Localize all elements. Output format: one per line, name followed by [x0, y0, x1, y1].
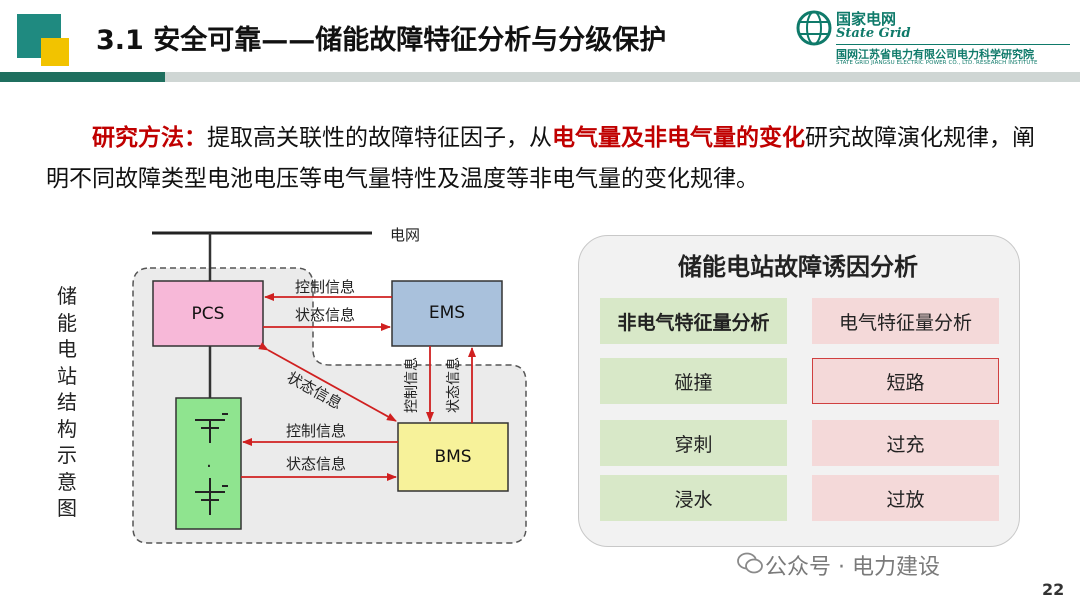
state-grid-logo-icon — [796, 10, 832, 46]
paragraph-text-1: 提取高关联性的故障特征因子，从 — [207, 125, 552, 151]
electrical-item-overcharge: 过充 — [812, 420, 999, 466]
ems-box — [391, 280, 503, 347]
non-electrical-item-immersion: 浸水 — [600, 475, 787, 521]
pcs-ems-status-label: 状态信息 — [295, 306, 355, 324]
non-electrical-item-puncture: 穿刺 — [600, 420, 787, 466]
institute-en-text: STATE GRID JIANGSU ELECTRIC POWER CO., L… — [836, 60, 1038, 66]
bms-label: BMS — [434, 447, 471, 467]
electrical-item-short-circuit: 短路 — [812, 358, 999, 404]
page-number: 22 — [1042, 580, 1065, 599]
ems-bms-status-label: 状态信息 — [445, 357, 462, 413]
logo-divider — [836, 44, 1070, 45]
diagram-side-label: 储能电站结构示意图 — [57, 284, 77, 520]
paragraph-highlight: 电气量及非电气量的变化 — [552, 125, 805, 151]
battery-cell-icon-bottom — [195, 478, 228, 515]
battery-bms-status-label: 状态信息 — [286, 455, 346, 473]
bms-box — [397, 422, 509, 492]
battery-bms-control-label: 控制信息 — [286, 422, 346, 440]
paragraph-text-2: 研究故障演化规律，阐明不同故障类型电池电压等电气量特性及温度等非电气量的变化规律… — [46, 125, 1035, 192]
electrical-item-overdischarge: 过放 — [812, 475, 999, 521]
battery-dots: · — [206, 456, 212, 477]
institute-cn-text: 国网江苏省电力有限公司电力科学研究院 — [836, 48, 1034, 61]
ems-label: EMS — [429, 303, 465, 323]
research-method-paragraph: 研究方法：提取高关联性的故障特征因子，从电气量及非电气量的变化研究故障演化规律，… — [46, 118, 1046, 200]
pcs-ems-control-label: 控制信息 — [295, 278, 355, 296]
watermark-text: 公众号 · 电力建设 — [765, 555, 940, 580]
grid-label: 电网 — [390, 226, 420, 244]
ems-bms-control-label: 控制信息 — [403, 357, 420, 413]
battery-cell-icon-top — [195, 413, 228, 443]
header-bar-grey — [165, 72, 1080, 82]
non-electrical-item-collision: 碰撞 — [600, 358, 787, 404]
panel-title: 储能电站故障诱因分析 — [678, 253, 918, 281]
electrical-header: 电气特征量分析 — [812, 298, 999, 344]
non-electrical-header: 非电气特征量分析 — [600, 298, 787, 344]
arrow-pcs-bms-status — [258, 342, 397, 422]
page-title: 3.1 安全可靠——储能故障特征分析与分级保护 — [96, 25, 667, 56]
wechat-icon — [737, 552, 763, 574]
header-yellow-square — [41, 38, 69, 66]
logo-cn-text: 国家电网 — [836, 10, 897, 28]
logo-en-text: State Grid — [836, 26, 911, 41]
pcs-label: PCS — [192, 304, 225, 324]
research-method-label: 研究方法： — [92, 125, 207, 151]
pcs-box — [152, 280, 264, 347]
